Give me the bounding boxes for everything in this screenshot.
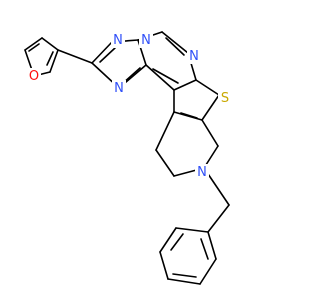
bond-line <box>159 251 169 280</box>
thiophene-sulfur-atom: S <box>221 91 229 106</box>
bond-line <box>24 37 43 51</box>
bond-line <box>207 231 217 260</box>
bond-line <box>165 37 185 56</box>
triazole-n1-mask <box>111 32 125 48</box>
bond-line <box>57 49 93 64</box>
pyrimidine-n-atom: N <box>189 49 199 64</box>
bond-line <box>201 94 220 121</box>
bond-line <box>170 233 184 251</box>
bond-line <box>46 51 54 66</box>
bond-line <box>152 68 179 84</box>
bond-line <box>173 79 197 91</box>
furan-oxygen-atom: O <box>29 69 39 84</box>
triazole-n1-atom: N <box>113 33 123 48</box>
piperidine-n-mask <box>195 164 209 180</box>
bond-line <box>155 111 175 151</box>
piperidine-n-atom: N <box>197 165 207 180</box>
bond-line <box>200 238 209 260</box>
bond-line <box>180 112 198 119</box>
bond-line <box>41 37 59 51</box>
bond-line <box>159 227 177 253</box>
atom-label-layer: O N N N N S N <box>27 32 232 180</box>
triazole-n2-mask <box>139 32 153 48</box>
thiophene-sulfur-mask <box>218 90 232 106</box>
bond-line <box>167 278 201 285</box>
bond-line <box>91 41 113 64</box>
triazole-n3-atom: N <box>114 81 124 96</box>
bond-line <box>155 149 175 177</box>
pyrimidine-n-mask <box>187 48 201 64</box>
bond-line <box>172 273 197 278</box>
triazole-n2-atom: N <box>141 33 151 48</box>
bond-line <box>175 227 209 233</box>
bond-layer <box>24 31 230 285</box>
bond-line <box>99 47 116 63</box>
bond-line <box>161 31 189 54</box>
bond-line <box>207 204 230 233</box>
triazole-n3-mask <box>112 80 126 96</box>
bond-line <box>199 258 217 285</box>
bond-line <box>145 64 175 91</box>
bond-line <box>49 49 59 73</box>
molecule-diagram: O N N N N S N <box>24 31 232 285</box>
molecule-structure: O N N N N S N <box>24 31 232 285</box>
bond-line <box>28 43 40 52</box>
bond-line <box>201 119 219 147</box>
bond-line <box>195 79 220 96</box>
furan-oxygen-mask <box>27 68 41 84</box>
